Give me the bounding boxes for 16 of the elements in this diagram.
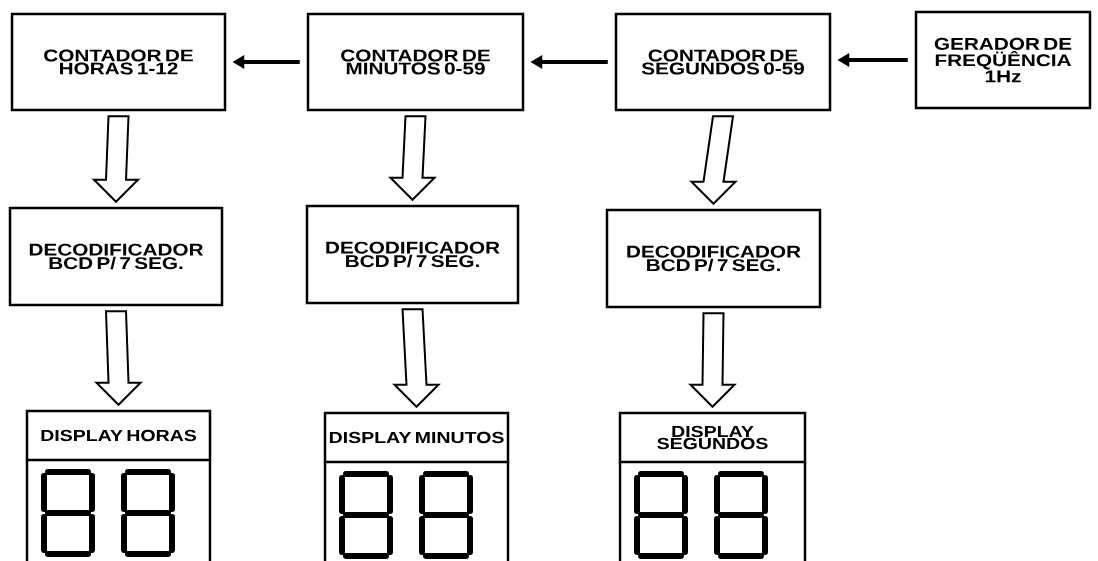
block-box: CONTADOR DE SEGUNDOS 0-59 — [614, 12, 832, 112]
block-box: DECODIFICADOR BCD P/ 7 SEG. — [605, 208, 822, 309]
display-header: DISPLAY SEGUNDOS — [618, 411, 807, 464]
block-arrow — [688, 312, 737, 409]
block-box: DECODIFICADOR BCD P/ 7 SEG. — [305, 204, 520, 305]
block-arrow — [91, 115, 141, 204]
block-box: GERADOR DE FREQÜÊNCIA 1Hz — [914, 10, 1092, 110]
block-arrow — [392, 308, 441, 409]
display-header: DISPLAY HORAS — [25, 409, 212, 462]
block-arrow — [388, 115, 437, 202]
block-arrow — [689, 115, 738, 206]
block-box: CONTADOR DE HORAS 1-12 — [10, 12, 227, 112]
block-box: CONTADOR DE MINUTOS 0-59 — [306, 12, 525, 112]
block-arrow — [94, 310, 143, 407]
display-header: DISPLAY MINUTOS — [323, 411, 510, 464]
block-box: DECODIFICADOR BCD P/ 7 SEG. — [8, 206, 224, 307]
